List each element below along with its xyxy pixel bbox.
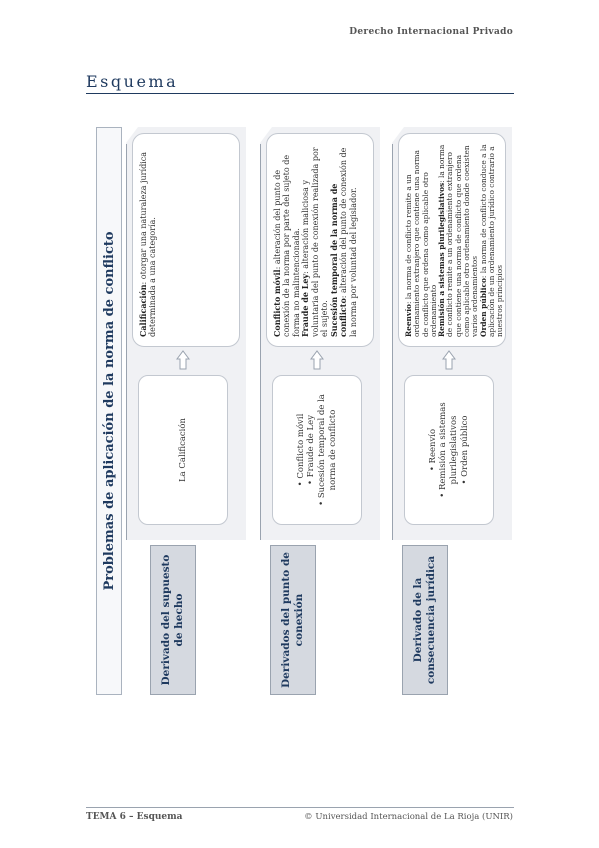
concept-item: • Reenvío bbox=[427, 428, 438, 472]
definitions-box: Calificación: otorgar una naturaleza jur… bbox=[132, 133, 240, 347]
definitions-box: Reenvío: la norma de conflicto remite a … bbox=[398, 133, 506, 347]
concept-item: • Conflicto móvil bbox=[295, 413, 306, 487]
panel-top-rule bbox=[260, 144, 261, 540]
definition-term: Conflicto móvil bbox=[272, 269, 282, 337]
definition-item: Calificación: otorgar una naturaleza jur… bbox=[138, 143, 158, 337]
definition-term: Calificación bbox=[138, 284, 148, 337]
right-arrow-icon bbox=[176, 350, 190, 370]
title-rule bbox=[86, 93, 514, 94]
definition-term: Fraude de Ley bbox=[300, 273, 311, 337]
concept-item: • Orden público bbox=[459, 415, 470, 485]
column-supuesto-de-hecho: Derivado del supuesto de hecho La Califi… bbox=[126, 127, 254, 695]
footer-rule bbox=[86, 807, 514, 808]
right-arrow-icon bbox=[310, 350, 324, 370]
footer-copyright: © Universidad Internacional de La Rioja … bbox=[304, 812, 513, 822]
concepts-box: • Reenvío • Remisión a sistemas plurileg… bbox=[404, 375, 494, 525]
page-title: Esquema bbox=[86, 72, 179, 91]
definition-item: Sucesión temporal de la norma de conflic… bbox=[329, 143, 358, 337]
rotated-diagram-frame: Problemas de aplicación de la norma de c… bbox=[96, 127, 520, 695]
scheme-diagram: Problemas de aplicación de la norma de c… bbox=[96, 127, 520, 695]
concept-item: La Calificación bbox=[177, 418, 188, 482]
column-heading: Derivado del supuesto de hecho bbox=[150, 545, 196, 695]
column-consecuencia-juridica: Derivado de la consecuencia jurídica • R… bbox=[392, 127, 516, 695]
panel-top-rule bbox=[392, 144, 393, 540]
concept-item: • Sucesión temporal de la norma de confl… bbox=[317, 394, 338, 506]
column-punto-de-conexion: Derivados del punto de conexión • Confli… bbox=[260, 127, 384, 695]
concepts-box: • Conflicto móvil • Fraude de Ley • Suce… bbox=[272, 375, 362, 525]
column-heading: Derivado de la consecuencia jurídica bbox=[402, 545, 448, 695]
running-header: Derecho Internacional Privado bbox=[349, 27, 513, 37]
column-heading: Derivados del punto de conexión bbox=[270, 545, 316, 695]
definition-item: Conflicto móvil: alteración del punto de… bbox=[272, 143, 301, 337]
concepts-box: La Calificación bbox=[138, 375, 228, 525]
definition-item: Remisión a sistemas plurilegislativos: l… bbox=[437, 143, 479, 337]
diagram-main-title: Problemas de aplicación de la norma de c… bbox=[96, 127, 122, 695]
panel-top-rule bbox=[126, 144, 127, 540]
definitions-box: Conflicto móvil: alteración del punto de… bbox=[266, 133, 374, 347]
concept-item: • Fraude de Ley bbox=[306, 414, 317, 486]
definition-item: Orden público: la norma de conflicto con… bbox=[479, 143, 505, 337]
footer-chapter: TEMA 6 – Esquema bbox=[86, 812, 183, 822]
definition-item: Reenvío: la norma de conflicto remite a … bbox=[404, 143, 438, 337]
concept-item: • Remisión a sistemas plurilegislativos bbox=[438, 402, 459, 498]
right-arrow-icon bbox=[442, 350, 456, 370]
definition-item: Fraude de Ley: alteración maliciosa y vo… bbox=[300, 143, 329, 337]
